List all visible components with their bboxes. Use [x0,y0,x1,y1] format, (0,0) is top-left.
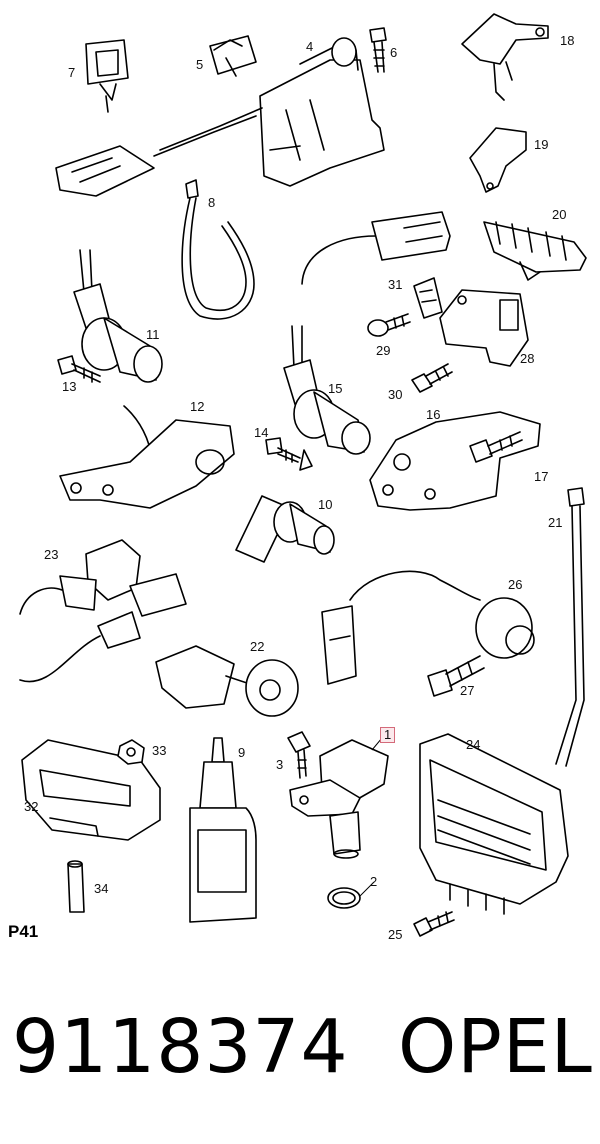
callout-9[interactable]: 9 [238,745,246,760]
part-connector-plug [301,211,451,285]
callout-16[interactable]: 16 [426,407,441,422]
part-5-clip [209,35,257,77]
callout-12[interactable]: 12 [190,399,205,414]
callout-20[interactable]: 20 [552,207,567,222]
part-1-sensor [289,739,389,859]
callout-17[interactable]: 17 [534,469,549,484]
callout-15[interactable]: 15 [328,381,343,396]
part-4-sensor [55,37,385,197]
callout-26[interactable]: 26 [508,577,523,592]
callout-18[interactable]: 18 [560,33,575,48]
callout-10[interactable]: 10 [318,497,333,512]
part-34-hose [67,860,85,913]
part-22-sensor [155,645,299,717]
callout-22[interactable]: 22 [250,639,265,654]
part-17-bolt [469,431,523,463]
part-number: 9118374 [12,1004,349,1090]
part-26-knock-sensor [321,570,535,685]
part-7-clip [85,39,129,113]
part-30-bolt [411,363,453,393]
part-20-clip-strip [483,221,587,281]
callout-6[interactable]: 6 [390,45,398,60]
part-19-bracket [469,127,527,193]
callout-4[interactable]: 4 [306,39,314,54]
callout-8[interactable]: 8 [208,195,216,210]
part-33-nut [117,739,145,765]
callout-24[interactable]: 24 [466,737,481,752]
part-9-bottle [189,737,257,923]
page-code: P41 [8,922,39,941]
callout-7[interactable]: 7 [68,65,76,80]
callout-19[interactable]: 19 [534,137,549,152]
callout-31[interactable]: 31 [388,277,403,292]
callout-25[interactable]: 25 [388,927,403,942]
part-27-bolt [427,655,485,697]
callout-14[interactable]: 14 [254,425,269,440]
callout-32[interactable]: 32 [24,799,39,814]
part-32-module [21,739,161,841]
callout-30[interactable]: 30 [388,387,403,402]
part-31-clip [413,277,443,319]
part-23-sender [19,539,187,683]
callout-23[interactable]: 23 [44,547,59,562]
part-16-bracket [369,411,541,511]
callout-33[interactable]: 33 [152,743,167,758]
callout-13[interactable]: 13 [62,379,77,394]
part-15-sensor [283,325,371,471]
part-14-bolt [265,437,301,463]
part-29-screw [367,313,411,337]
part-21-cable-tie [555,487,585,767]
parts-diagram: 1 2 3 4 5 6 7 8 9 10 11 12 13 14 15 16 1… [8,13,587,942]
callout-21[interactable]: 21 [548,515,563,530]
callout-3[interactable]: 3 [276,757,284,772]
part-25-screw [413,911,455,937]
callout-27[interactable]: 27 [460,683,475,698]
callout-2[interactable]: 2 [370,874,378,889]
part-28-bracket [439,289,529,367]
part-13-bolt [57,355,101,383]
part-8-cable-tie [181,179,255,320]
part-24-control-module [419,733,569,915]
part-10-sensor [235,495,335,563]
brand-name: OPEL [398,1004,593,1090]
part-6-bolt [369,27,387,73]
callout-29[interactable]: 29 [376,343,391,358]
callout-5[interactable]: 5 [196,57,204,72]
callout-11[interactable]: 11 [146,327,160,342]
callout-28[interactable]: 28 [520,351,535,366]
part-12-bracket [59,405,235,509]
part-3-bolt [287,731,311,779]
part-2-o-ring [327,887,361,909]
part-11-sensor [73,249,163,383]
callout-1[interactable]: 1 [380,727,396,743]
parts-illustration [19,13,587,937]
part-18-bracket [461,13,549,101]
callout-34[interactable]: 34 [94,881,109,896]
